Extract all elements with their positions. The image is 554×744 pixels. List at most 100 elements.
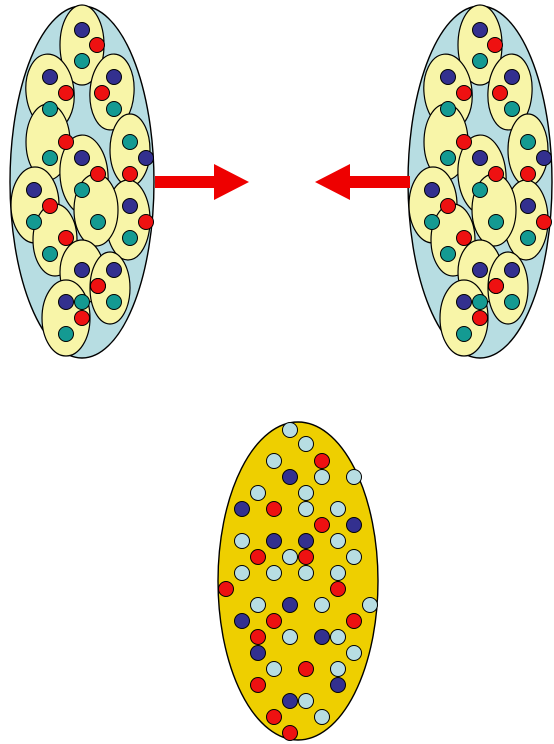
teal-particle xyxy=(425,215,440,230)
blue-particle xyxy=(425,183,440,198)
teal-particle xyxy=(441,151,456,166)
red-particle xyxy=(299,662,314,677)
blue-particle xyxy=(331,678,346,693)
red-particle xyxy=(91,167,106,182)
teal-particle xyxy=(43,151,58,166)
blue-particle xyxy=(441,70,456,85)
lightblue-particle xyxy=(363,598,378,613)
lightblue-particle xyxy=(299,694,314,709)
red-particle xyxy=(90,38,105,53)
teal-particle xyxy=(27,215,42,230)
lightblue-particle xyxy=(299,502,314,517)
lightblue-particle xyxy=(267,662,282,677)
teal-particle xyxy=(505,295,520,310)
lightblue-particle xyxy=(331,502,346,517)
blue-particle xyxy=(283,598,298,613)
lightblue-particle xyxy=(347,646,362,661)
blue-particle xyxy=(473,23,488,38)
red-particle xyxy=(457,86,472,101)
teal-particle xyxy=(75,295,90,310)
lightblue-particle xyxy=(299,566,314,581)
blue-particle xyxy=(347,518,362,533)
blue-particle xyxy=(505,263,520,278)
red-particle xyxy=(251,550,266,565)
teal-particle xyxy=(123,135,138,150)
blue-particle xyxy=(283,470,298,485)
teal-particle xyxy=(441,102,456,117)
lightblue-particle xyxy=(283,630,298,645)
red-particle xyxy=(489,167,504,182)
blue-particle xyxy=(235,502,250,517)
lightblue-particle xyxy=(331,630,346,645)
blue-particle xyxy=(537,151,552,166)
arrows-group xyxy=(155,164,410,200)
merged-cluster xyxy=(218,422,378,741)
red-particle xyxy=(267,710,282,725)
red-particle xyxy=(331,582,346,597)
lightblue-particle xyxy=(235,566,250,581)
blue-particle xyxy=(75,23,90,38)
blue-particle xyxy=(521,199,536,214)
teal-particle xyxy=(473,54,488,69)
teal-particle xyxy=(457,327,472,342)
teal-particle xyxy=(505,102,520,117)
red-particle xyxy=(283,726,298,741)
red-particle xyxy=(75,311,90,326)
blue-particle xyxy=(139,151,154,166)
teal-particle xyxy=(107,102,122,117)
red-particle xyxy=(299,550,314,565)
blue-particle xyxy=(123,199,138,214)
blue-particle xyxy=(75,263,90,278)
teal-particle xyxy=(521,231,536,246)
red-particle xyxy=(219,582,234,597)
red-particle xyxy=(488,38,503,53)
teal-particle xyxy=(43,102,58,117)
blue-particle xyxy=(473,263,488,278)
blue-particle xyxy=(505,70,520,85)
red-particle xyxy=(251,678,266,693)
red-particle xyxy=(441,199,456,214)
lightblue-particle xyxy=(331,566,346,581)
red-particle xyxy=(59,231,74,246)
blue-particle xyxy=(107,70,122,85)
blue-particle xyxy=(235,614,250,629)
blue-particle xyxy=(251,646,266,661)
teal-particle xyxy=(107,295,122,310)
blue-particle xyxy=(59,295,74,310)
red-particle xyxy=(315,518,330,533)
blue-particle xyxy=(457,295,472,310)
red-particle xyxy=(473,311,488,326)
lightblue-particle xyxy=(251,486,266,501)
lightblue-particle xyxy=(315,470,330,485)
red-particle xyxy=(59,86,74,101)
blue-particle xyxy=(315,630,330,645)
lightblue-particle xyxy=(299,437,314,452)
lightblue-particle xyxy=(347,470,362,485)
teal-particle xyxy=(75,183,90,198)
teal-particle xyxy=(59,327,74,342)
teal-particle xyxy=(473,295,488,310)
lightblue-particle xyxy=(267,454,282,469)
red-particle xyxy=(139,215,154,230)
teal-particle xyxy=(123,231,138,246)
teal-particle xyxy=(521,135,536,150)
blue-particle xyxy=(267,534,282,549)
red-particle xyxy=(59,135,74,150)
red-particle xyxy=(493,86,508,101)
red-particle xyxy=(43,199,58,214)
teal-particle xyxy=(441,247,456,262)
right-cluster xyxy=(408,5,552,358)
lightblue-particle xyxy=(283,423,298,438)
lightblue-particle xyxy=(299,486,314,501)
red-particle xyxy=(315,454,330,469)
blue-particle xyxy=(107,263,122,278)
teal-particle xyxy=(43,247,58,262)
red-particle xyxy=(251,630,266,645)
red-particle xyxy=(489,279,504,294)
blue-particle xyxy=(43,70,58,85)
red-particle xyxy=(457,231,472,246)
lightblue-particle xyxy=(315,598,330,613)
lightblue-particle xyxy=(331,662,346,677)
arrow-right-icon xyxy=(155,164,249,200)
